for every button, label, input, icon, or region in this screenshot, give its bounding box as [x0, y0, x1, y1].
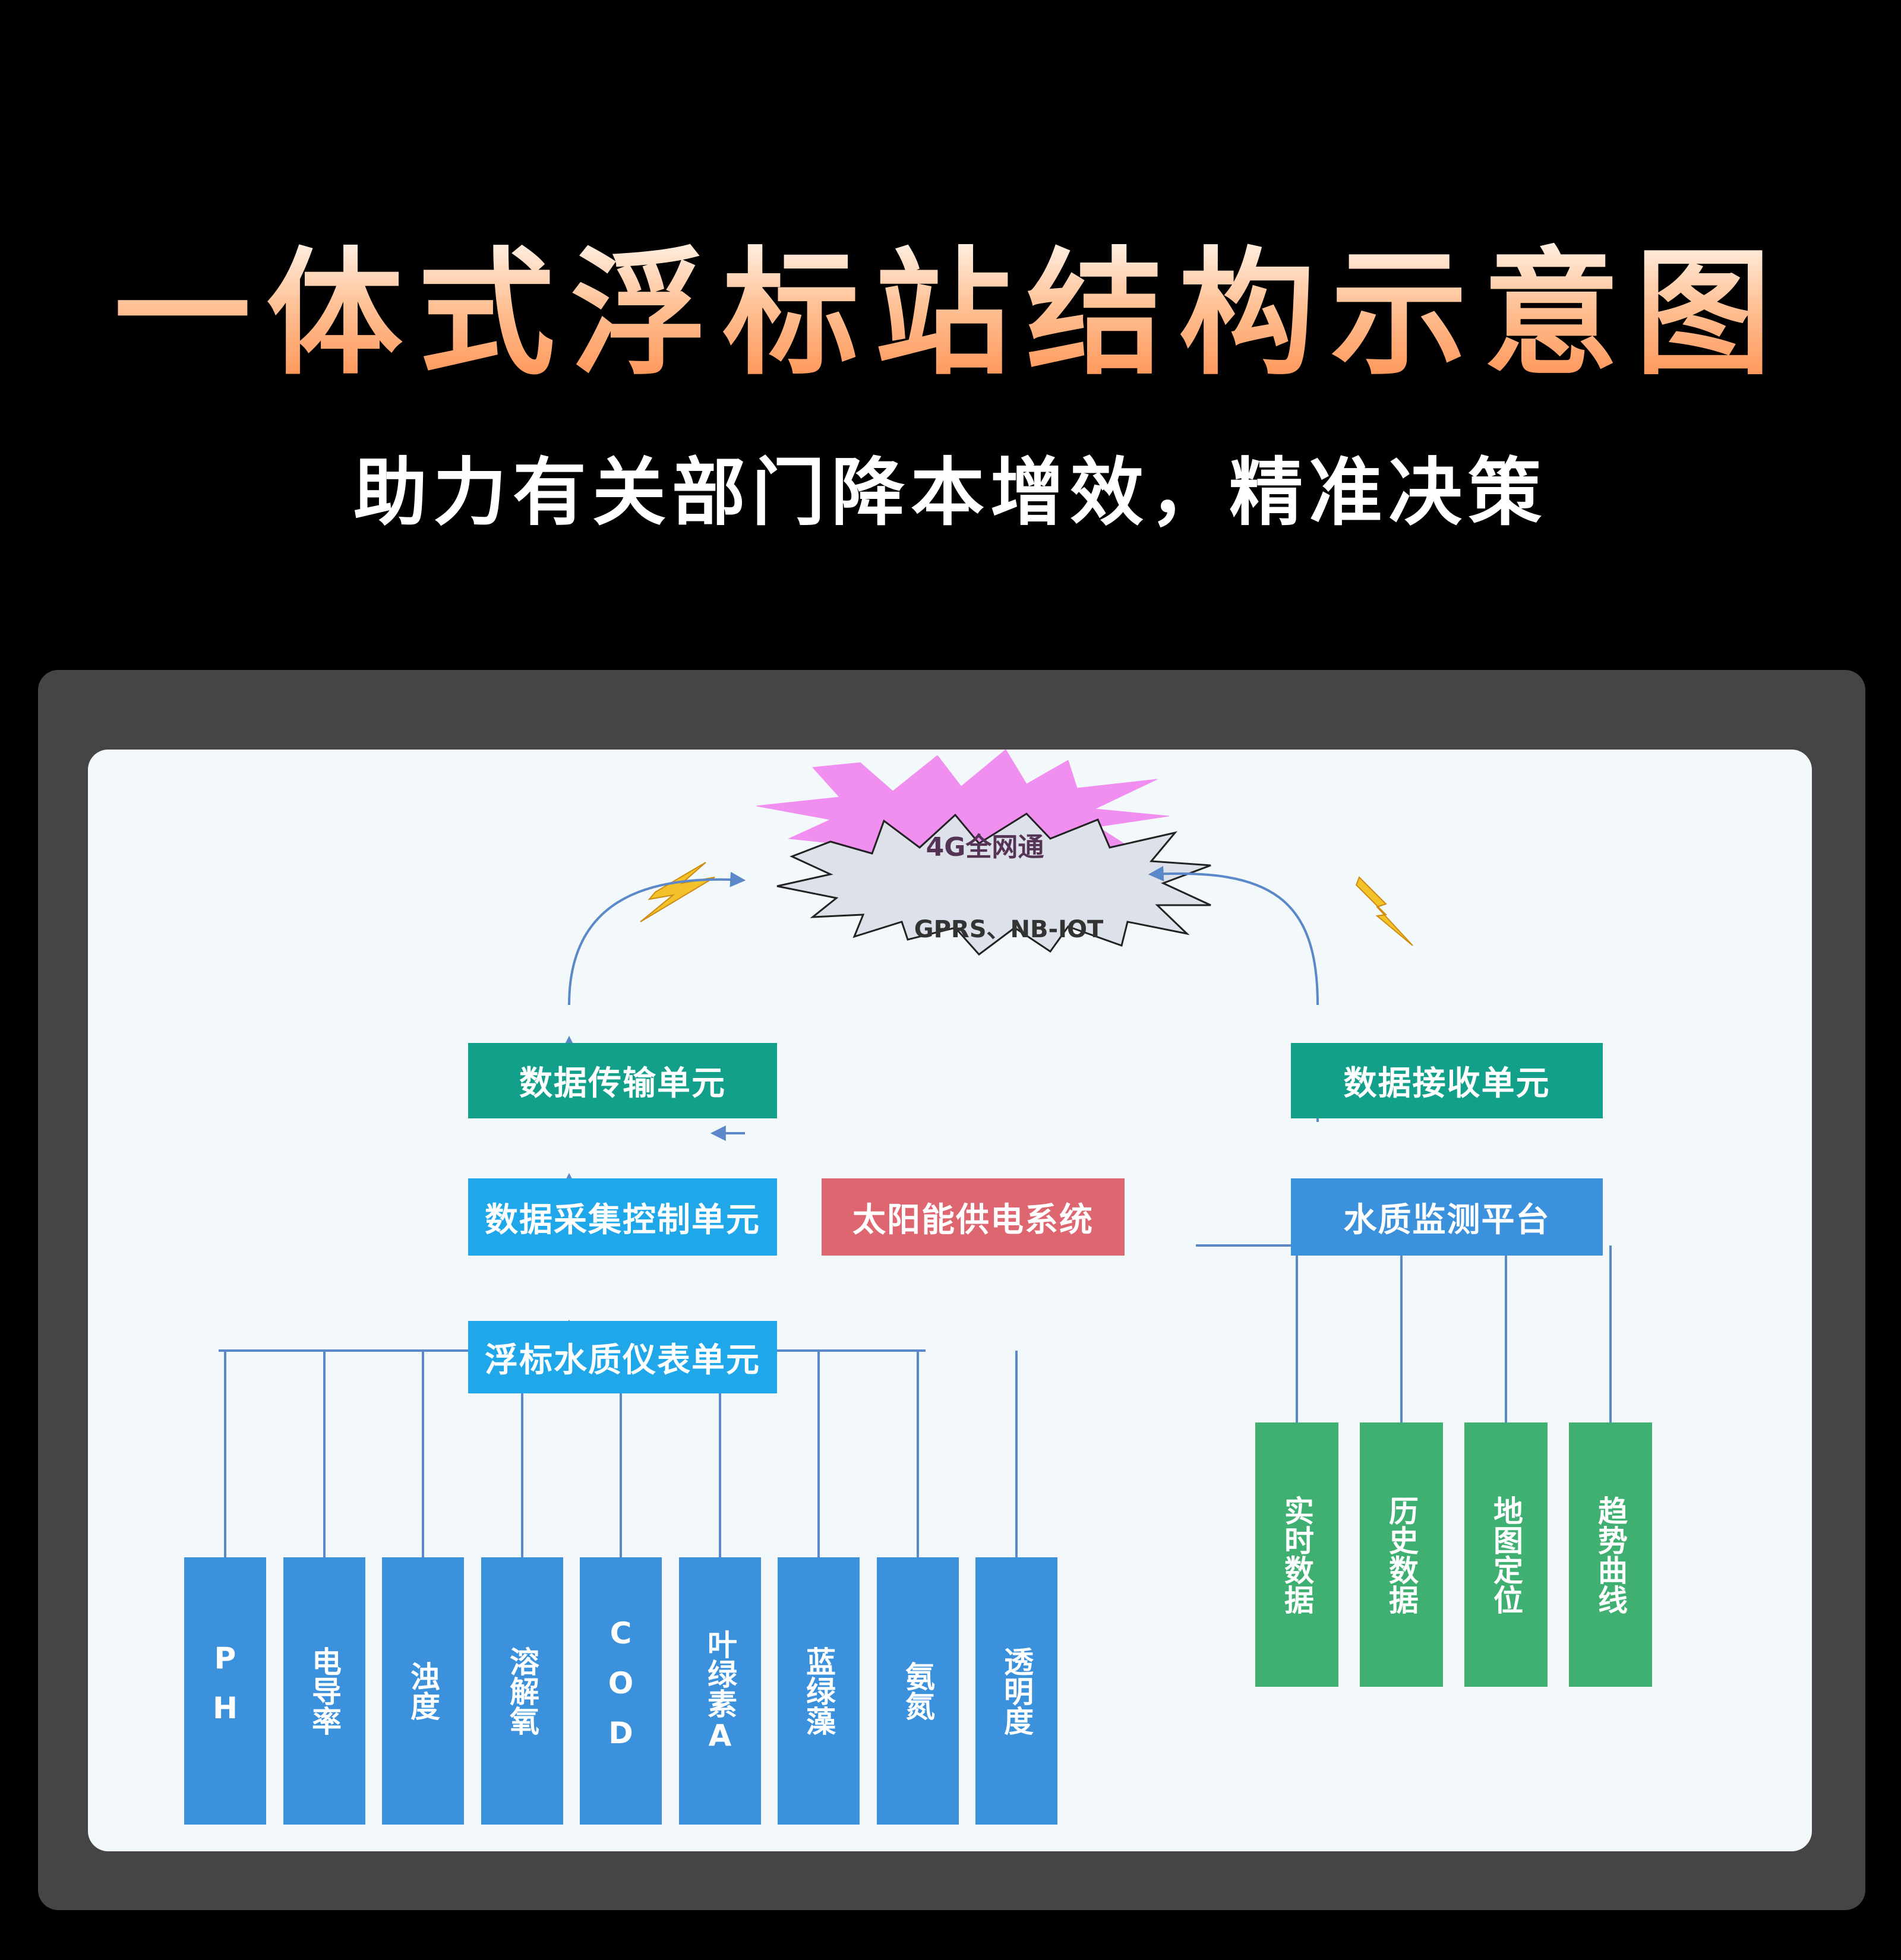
sensor-box: PH: [184, 1557, 266, 1825]
solar-system-box: 太阳能供电系统: [822, 1178, 1125, 1256]
platform-function-box: 历史数据: [1360, 1422, 1443, 1687]
platform-function-box: 实时数据: [1255, 1422, 1338, 1687]
sensor-box: 氨氮: [877, 1557, 959, 1825]
network-gprs-burst: [776, 813, 1211, 956]
platform-function-box: 趋势曲线: [1569, 1422, 1652, 1687]
sensor-box: 透明度: [975, 1557, 1057, 1825]
diagram-connectors: [219, 750, 1612, 1557]
network-4g-label: 4G全网通: [926, 832, 1044, 862]
network-gprs-label: GPRS、NB-IOT: [914, 916, 1104, 943]
platform-function-box: 地图定位: [1464, 1422, 1548, 1687]
monitoring-platform-box: 水质监测平台: [1291, 1178, 1603, 1256]
lightning-bolt-icon: [1355, 876, 1413, 946]
buoy-instrument-box: 浮标水质仪表单元: [468, 1321, 777, 1393]
sensor-box: 电导率: [283, 1557, 365, 1825]
sensor-box: 浊度: [382, 1557, 464, 1825]
sensor-box: 叶绿素A: [679, 1557, 761, 1825]
acquisition-unit-box: 数据采集控制单元: [468, 1178, 777, 1256]
page-title: 一体式浮标站结构示意图: [0, 235, 1901, 395]
receive-unit-box: 数据接收单元: [1291, 1043, 1603, 1118]
page-subtitle: 助力有关部门降本增效，精准决策: [353, 450, 1548, 536]
transmit-unit-box: 数据传输单元: [468, 1043, 777, 1118]
sensor-box: 溶解氧: [481, 1557, 563, 1825]
sensor-box: 蓝绿藻: [778, 1557, 860, 1825]
diagram-panel: 4G全网通 GPRS、NB-IOT 数据传输单元 数据接收单元 数据采集控制单元…: [88, 750, 1812, 1851]
lightning-bolt-icon: [640, 862, 715, 922]
sensor-box: COD: [580, 1557, 662, 1825]
